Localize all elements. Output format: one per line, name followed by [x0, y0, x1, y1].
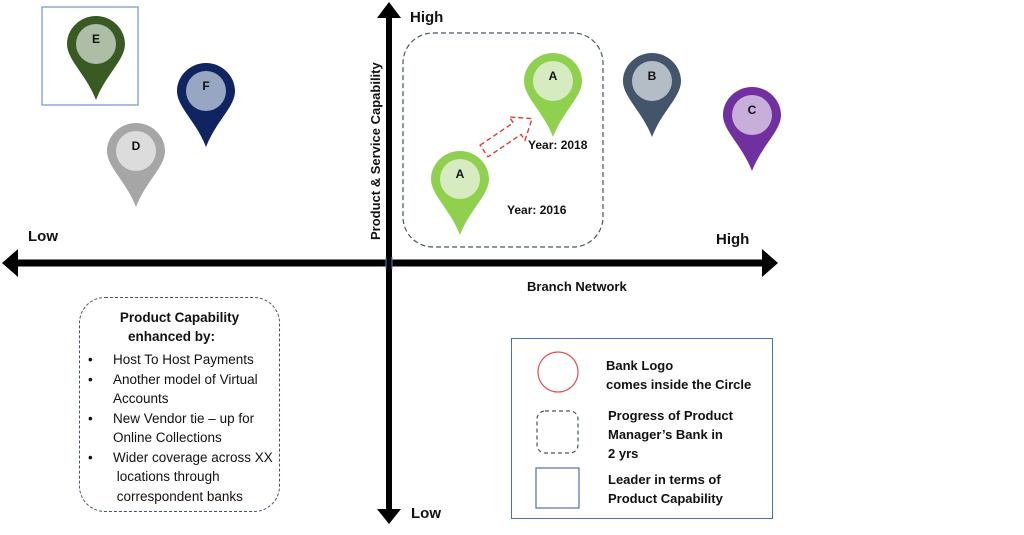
pin-label: A: [548, 69, 558, 83]
product-capability-notes: Product Capability enhanced by: •Host To…: [79, 297, 280, 512]
map-pin-icon: [431, 151, 489, 235]
year-2016-label: Year: 2016: [507, 203, 567, 217]
y-axis-title: Product & Service Capability: [368, 62, 383, 240]
legend-red-circle-icon: [537, 351, 579, 393]
bank-pin-d: D: [106, 121, 166, 213]
notes-list: •Host To Host Payments •Another model of…: [86, 350, 289, 506]
x-axis-low-label: Low: [28, 228, 58, 245]
x-axis-high-label: High: [716, 231, 750, 248]
notes-title: Product Capability enhanced by:: [119, 310, 240, 344]
pin-label: D: [131, 139, 141, 153]
leader-box: [41, 6, 139, 106]
map-pin-icon: [177, 63, 235, 147]
map-pin-icon: [723, 87, 781, 171]
map-pin-icon: [67, 16, 125, 100]
year-2018-label: Year: 2018: [528, 138, 588, 152]
bank-pin-a-2018: A: [523, 51, 583, 143]
pin-label: A: [455, 167, 465, 181]
map-pin-icon: [107, 123, 165, 207]
y-axis-low-label: Low: [411, 505, 441, 522]
x-axis-title: Branch Network: [527, 279, 627, 294]
bank-pin-f: F: [176, 61, 236, 153]
legend-dashed-square-icon: [536, 410, 579, 454]
pin-label: B: [647, 69, 657, 83]
bank-pin-b: B: [622, 51, 682, 143]
map-pin-icon: [623, 53, 681, 137]
pin-label: C: [747, 103, 757, 117]
legend-solid-square-icon: [535, 467, 580, 509]
y-axis-bottom-arrowhead: [377, 509, 401, 524]
map-pin-icon: [524, 53, 582, 137]
progress-region-dashed-box: [402, 32, 604, 248]
bank-pin-a-2016: A: [430, 149, 490, 241]
pin-label: F: [202, 79, 210, 93]
progress-arrow-icon: [479, 116, 534, 158]
y-axis-top-arrowhead: [377, 2, 401, 18]
notes-item: •Wider coverage across XX locations thro…: [88, 449, 273, 504]
x-axis-right-arrowhead: [762, 249, 778, 277]
y-axis-high-label: High: [410, 9, 444, 26]
bank-pin-c: C: [722, 85, 782, 177]
bank-pin-e: E: [66, 14, 126, 106]
x-axis-left-arrowhead: [2, 249, 18, 277]
pin-label: E: [91, 32, 100, 46]
notes-item: •Host To Host Payments: [88, 352, 254, 367]
